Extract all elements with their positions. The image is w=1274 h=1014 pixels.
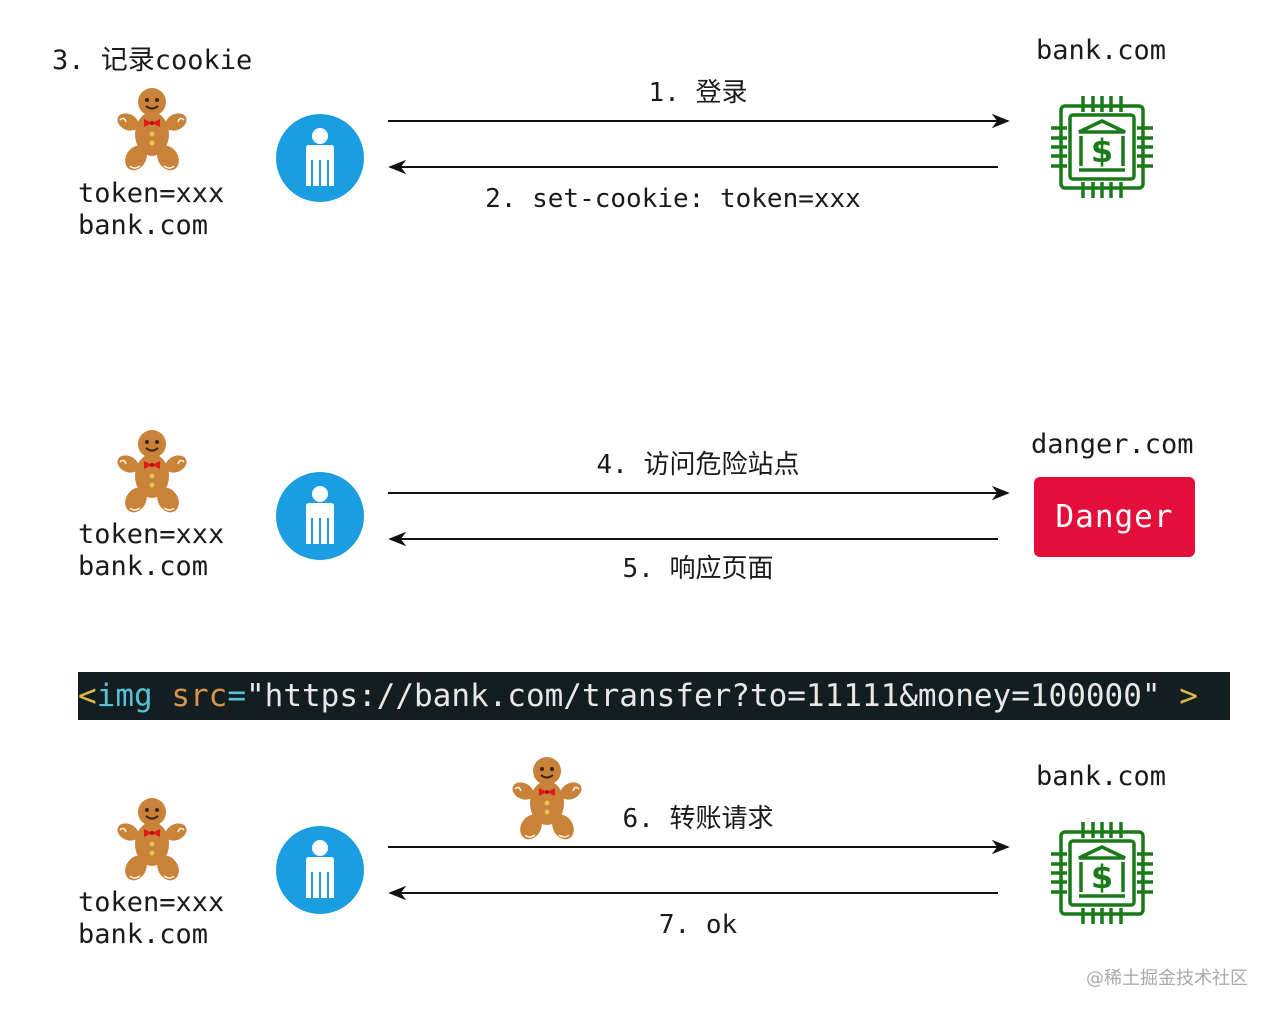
code-snippet: <img src="https://bank.com/transfer?to=1… (78, 672, 1230, 720)
bank-site-label: bank.com (1036, 761, 1167, 792)
user-icon (276, 114, 364, 202)
danger-button: Danger (1034, 477, 1195, 557)
arrow-label-set-cookie: 2. set-cookie: token=xxx (485, 184, 861, 214)
watermark: @稀土掘金技术社区 (1086, 968, 1248, 989)
cookie-token-label: token=xxx (78, 519, 225, 550)
arrow-label-response-page: 5. 响应页面 (622, 554, 774, 584)
bank-chip-icon (1043, 814, 1161, 932)
arrow-right (388, 485, 1010, 501)
arrow-right (388, 113, 1010, 129)
code-equals: = (227, 678, 247, 714)
arrow-right (388, 839, 1010, 855)
arrow-label-visit-danger: 4. 访问危险站点 (596, 450, 800, 480)
code-open-bracket: < (78, 678, 97, 714)
cookie-token-label: token=xxx (78, 887, 225, 918)
cookie-domain-label: bank.com (78, 919, 209, 950)
arrow-left (388, 531, 998, 547)
code-value: "https://bank.com/transfer?to=11111&mone… (246, 678, 1161, 714)
user-icon (276, 472, 364, 560)
code-tag: img (96, 678, 153, 714)
cookie-domain-label: bank.com (78, 551, 209, 582)
gingerbread-cookie-icon (116, 796, 188, 882)
code-close-bracket: > (1179, 678, 1198, 714)
bank-chip-icon (1043, 88, 1161, 206)
bank-site-label: bank.com (1036, 35, 1167, 66)
gingerbread-cookie-icon (116, 428, 188, 514)
arrow-label-ok: 7. ok (658, 910, 738, 940)
cookie-domain-label: bank.com (78, 210, 209, 241)
arrow-label-login: 1. 登录 (648, 78, 748, 108)
section1-heading: 3. 记录cookie (52, 45, 253, 76)
danger-site-label: danger.com (1031, 429, 1194, 460)
arrow-left (388, 159, 998, 175)
gingerbread-cookie-icon (116, 86, 188, 172)
arrow-label-transfer: 6. 转账请求 (622, 804, 774, 834)
code-attr: src (171, 678, 228, 714)
arrow-left (388, 885, 998, 901)
cookie-token-label: token=xxx (78, 178, 225, 209)
user-icon (276, 826, 364, 914)
